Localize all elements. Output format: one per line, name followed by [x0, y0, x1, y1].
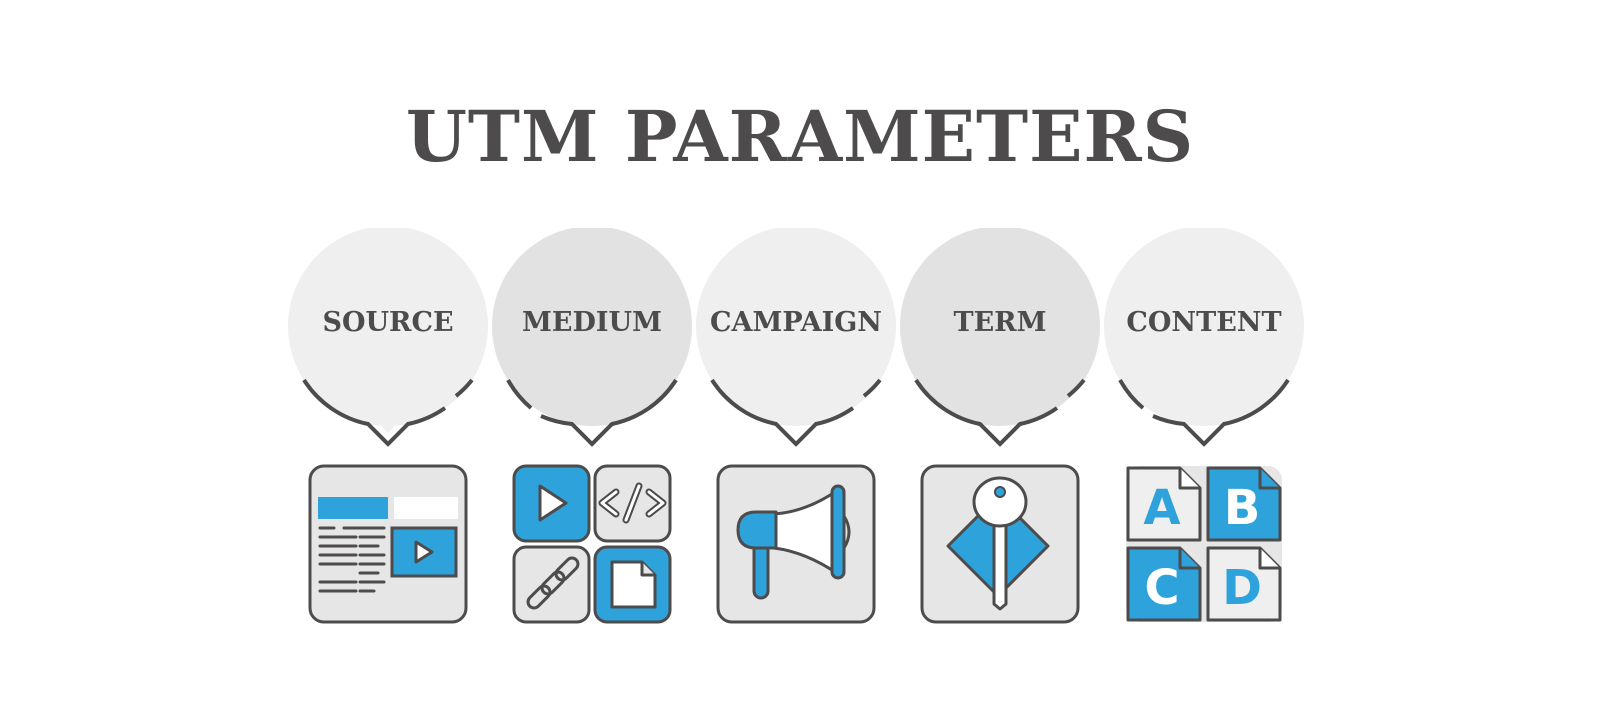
parameter-label: CAMPAIGN: [710, 307, 882, 338]
media-types-grid-icon: [512, 464, 672, 624]
parameter-label: SOURCE: [322, 307, 454, 338]
megaphone-icon: [716, 464, 876, 624]
speech-bubble: TERM: [897, 228, 1103, 458]
speech-bubble: CAMPAIGN: [693, 228, 899, 458]
content-letter-c: C: [1144, 560, 1179, 616]
parameter-campaign: CAMPAIGN: [693, 228, 899, 628]
parameter-label: MEDIUM: [522, 307, 662, 338]
abcd-documents-icon: A B C D: [1124, 464, 1284, 624]
content-letter-a: A: [1143, 480, 1180, 536]
parameter-source: SOURCE: [285, 228, 491, 628]
parameter-content: CONTENT A B C D: [1101, 228, 1307, 628]
key-icon: [920, 464, 1080, 624]
page-title: UTM PARAMETERS: [405, 95, 1195, 178]
content-letter-d: D: [1222, 560, 1262, 616]
speech-bubble: SOURCE: [285, 228, 491, 458]
speech-bubble: MEDIUM: [489, 228, 695, 458]
content-letter-b: B: [1224, 480, 1261, 536]
parameter-label: TERM: [953, 307, 1047, 338]
parameter-medium: MEDIUM: [489, 228, 695, 628]
webpage-with-video-icon: [308, 464, 468, 624]
speech-bubble: CONTENT: [1101, 228, 1307, 458]
parameter-label: CONTENT: [1126, 307, 1282, 338]
parameter-term: TERM: [897, 228, 1103, 628]
